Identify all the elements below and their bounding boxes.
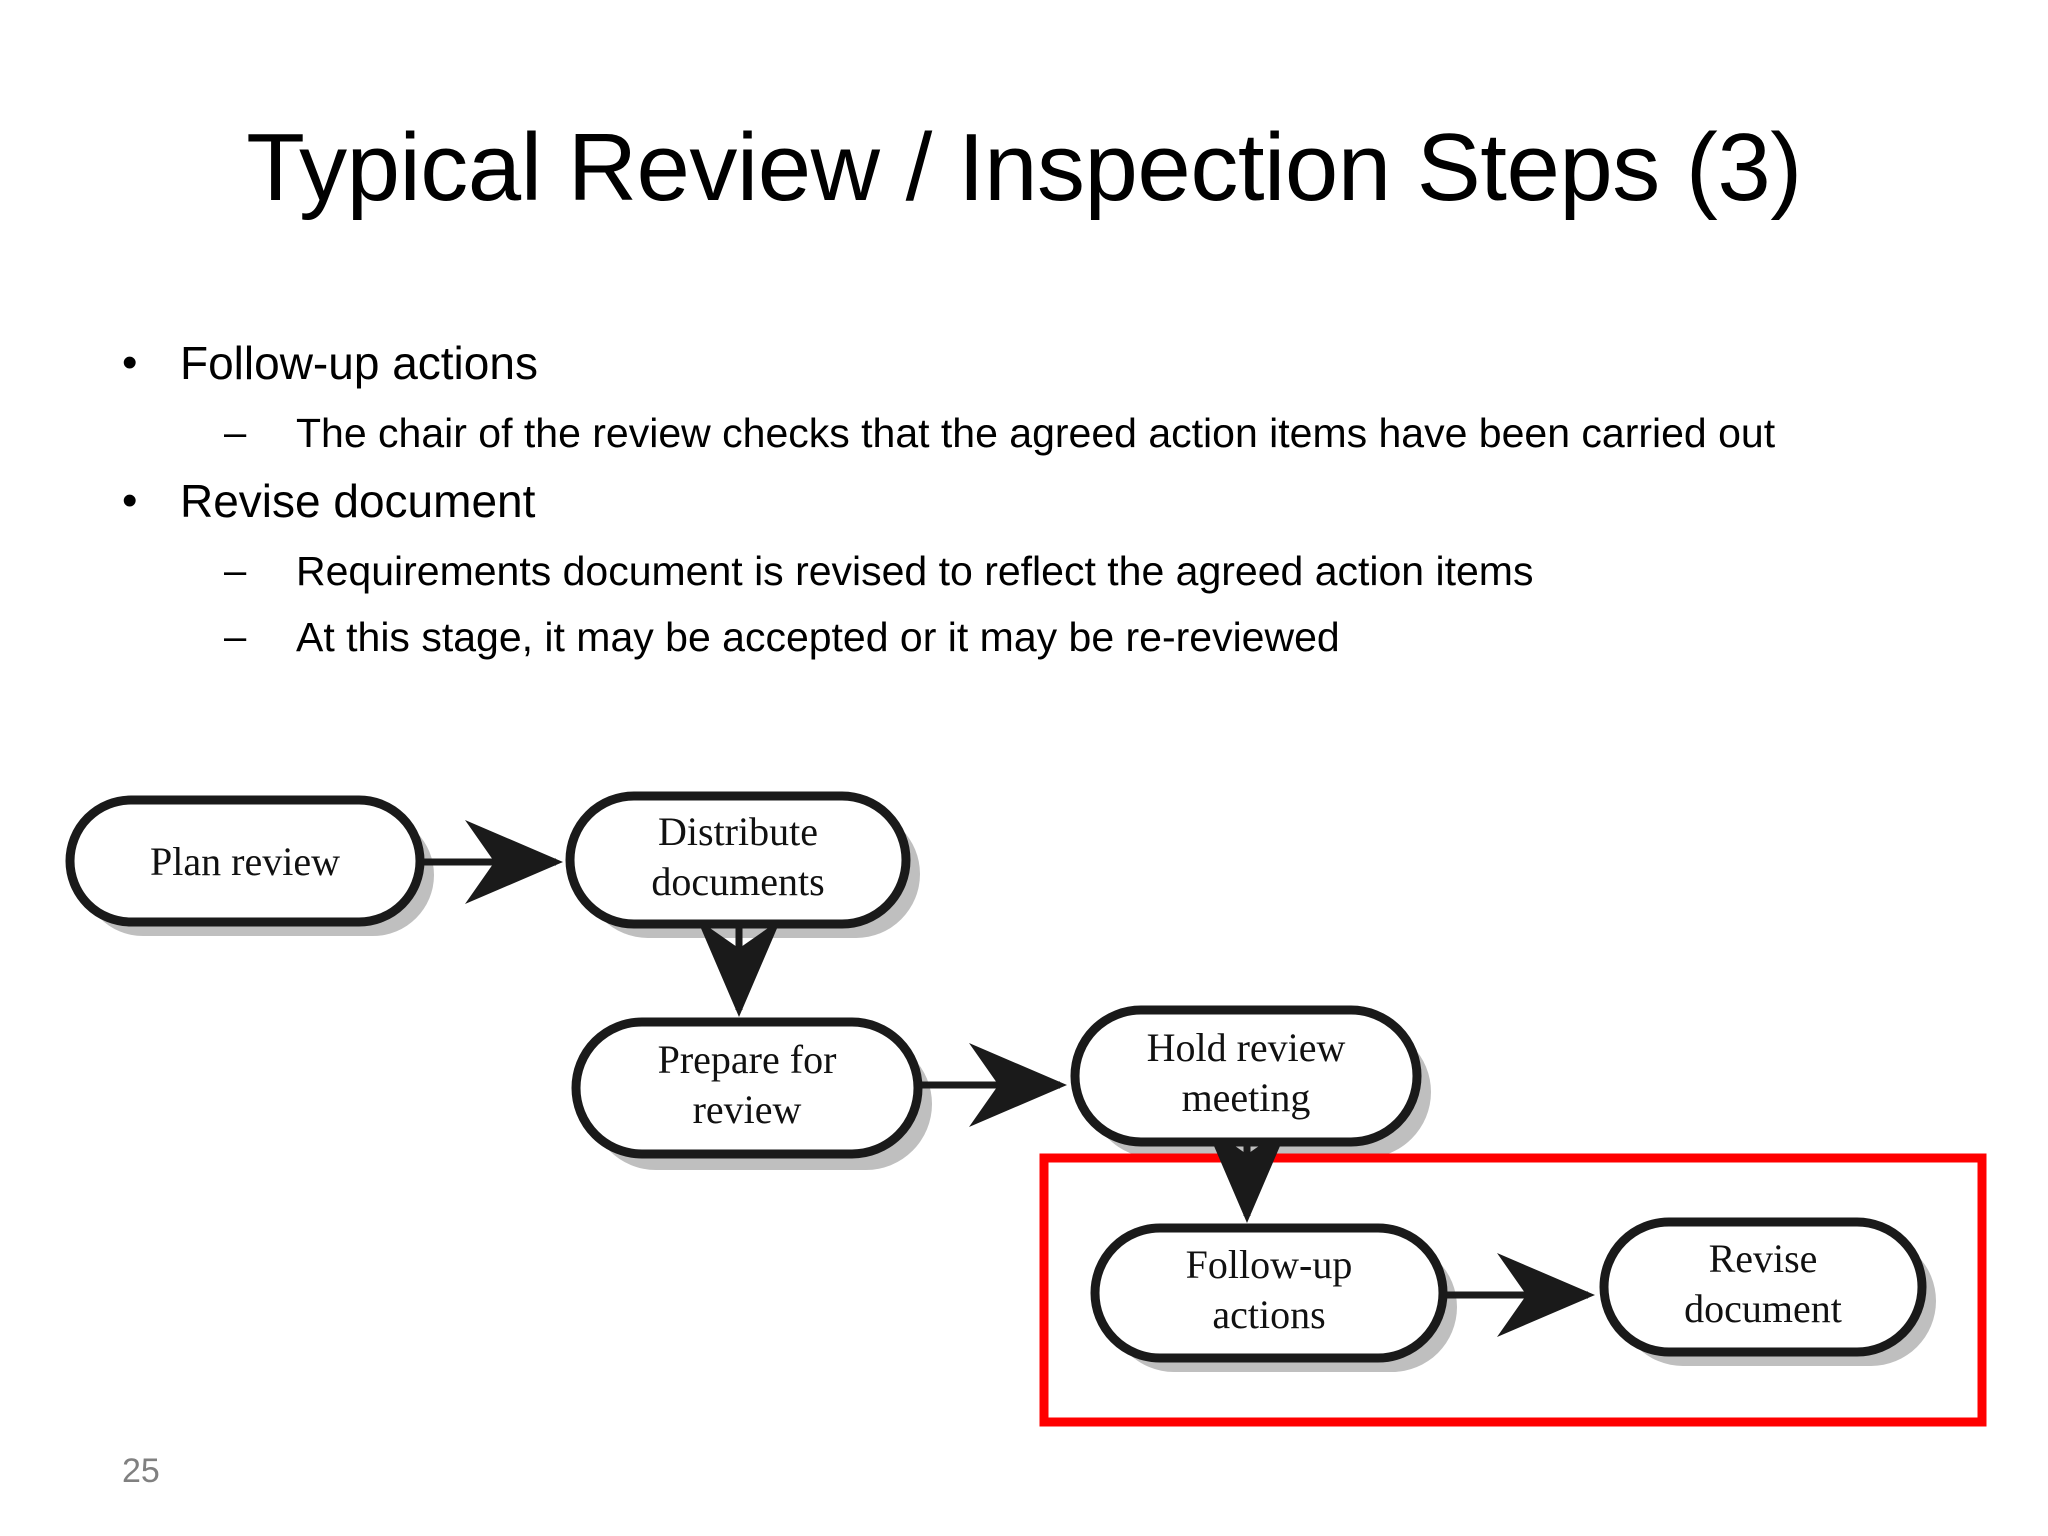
flow-node-label-line2: actions <box>1212 1292 1325 1337</box>
bullet-text: At this stage, it may be accepted or it … <box>296 614 1340 660</box>
flow-node-label-line2: documents <box>651 859 824 904</box>
bullet-item-revise-document: • Revise document <box>110 468 2010 534</box>
flow-node-label-line2: meeting <box>1182 1075 1311 1120</box>
bullet-marker: – <box>224 615 247 659</box>
flow-node-label-line2: review <box>693 1087 802 1132</box>
flow-node-follow-up-actions[interactable]: Follow-up actions <box>1090 1223 1448 1363</box>
flow-node-hold-review-meeting[interactable]: Hold review meeting <box>1070 1005 1422 1147</box>
bullet-item-chair-checks: – The chair of the review checks that th… <box>224 402 2010 464</box>
bullet-text: Requirements document is revised to refl… <box>296 548 1534 594</box>
flow-node-label-line1: Distribute <box>658 809 818 854</box>
page-number: 25 <box>122 1452 160 1490</box>
bullet-item-requirements-revised: – Requirements document is revised to re… <box>224 540 2010 602</box>
bullet-marker: – <box>224 549 247 593</box>
flow-node-plan-review[interactable]: Plan review <box>65 795 425 927</box>
bullet-item-accepted-or-rereviewed: – At this stage, it may be accepted or i… <box>224 606 2010 668</box>
bullet-marker: • <box>122 476 138 525</box>
flow-nodes: Plan review Distribute documents Prepare… <box>65 791 1927 1363</box>
flow-connectors <box>412 820 1595 1337</box>
page-title: Typical Review / Inspection Steps (3) <box>246 114 1802 221</box>
bullet-item-follow-up-actions: • Follow-up actions <box>110 330 2010 396</box>
flow-node-distribute-documents[interactable]: Distribute documents <box>565 791 911 929</box>
flow-node-label-line1: Follow-up <box>1186 1242 1353 1287</box>
flow-node-prepare-for-review[interactable]: Prepare for review <box>571 1017 923 1159</box>
flow-node-label-line1: Revise <box>1709 1236 1818 1281</box>
flow-node-label-line1: Hold review <box>1147 1025 1346 1070</box>
flowchart-svg: Plan review Distribute documents Prepare… <box>65 791 1987 1427</box>
bullet-marker: – <box>224 411 247 455</box>
bullet-text: The chair of the review checks that the … <box>296 410 1776 456</box>
review-process-flowchart: Plan review Distribute documents Prepare… <box>0 770 2048 1470</box>
flow-node-revise-document[interactable]: Revise document <box>1599 1217 1927 1357</box>
bullet-marker: • <box>122 338 138 387</box>
bullet-list: • Follow-up actions – The chair of the r… <box>110 330 2010 672</box>
flow-node-label: Plan review <box>150 839 340 884</box>
bullet-text: Follow-up actions <box>180 337 538 389</box>
bullet-text: Revise document <box>180 475 536 527</box>
flow-node-label-line1: Prepare for <box>658 1037 837 1082</box>
flow-node-label-line2: document <box>1684 1286 1842 1331</box>
red-highlight-rectangle <box>1039 1153 1987 1427</box>
